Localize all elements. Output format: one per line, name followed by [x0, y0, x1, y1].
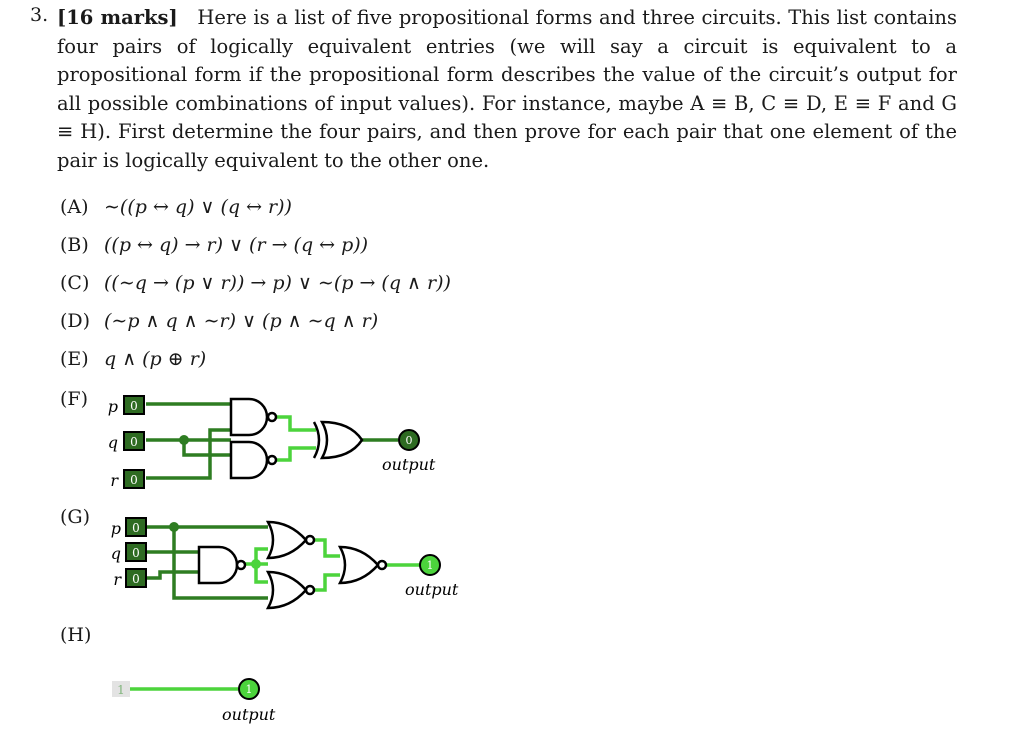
- form-c: (C) ((∼q → (p ∨ r)) → p) ∨ ∼(p → (q ∧ r)): [60, 272, 451, 294]
- input-label-r: r: [110, 471, 119, 490]
- question-text: [16 marks] Here is a list of five propos…: [57, 4, 957, 175]
- constant-value: 1: [117, 683, 125, 697]
- nor-gate: [337, 545, 380, 585]
- output-pin: [419, 554, 441, 576]
- input-pin-q[interactable]: [123, 431, 145, 451]
- output-label: output: [382, 455, 436, 474]
- input-pin-r[interactable]: [123, 469, 145, 489]
- output-pin: [238, 678, 260, 700]
- question-body: Here is a list of five propositional for…: [57, 6, 957, 172]
- wire: [146, 428, 231, 480]
- form-formula: ((p ↔ q) → r) ∨ (r → (q ↔ p)): [104, 234, 369, 256]
- circuit-f-label: (F): [60, 388, 89, 410]
- input-label-r: r: [113, 570, 122, 589]
- output-label: output: [405, 580, 459, 599]
- input-label-p: p: [108, 397, 118, 416]
- pin-value: 0: [132, 546, 140, 560]
- xor-gate-back: [312, 421, 321, 459]
- form-label: (E): [60, 348, 89, 370]
- pin-value: 0: [132, 521, 140, 535]
- pin-value: 0: [132, 572, 140, 586]
- input-label-p: p: [111, 519, 121, 538]
- junction: [169, 522, 179, 532]
- output-pin: [398, 429, 420, 451]
- wire: [254, 564, 268, 584]
- wire: [312, 538, 340, 558]
- wire: [276, 446, 316, 462]
- form-formula: q ∧ (p ⊕ r): [104, 348, 207, 370]
- pin-value: 0: [130, 435, 138, 449]
- circuit-h-label: (H): [60, 624, 92, 646]
- input-label-q: q: [108, 433, 118, 452]
- gate-bubble: [266, 411, 278, 423]
- nor-gate: [265, 570, 308, 610]
- xor-gate: [319, 420, 364, 460]
- output-value: 0: [406, 434, 413, 447]
- form-label: (B): [60, 234, 89, 256]
- output-value: 1: [246, 683, 253, 696]
- form-e: (E) q ∧ (p ⊕ r): [60, 348, 206, 370]
- gate-bubble: [304, 534, 316, 546]
- form-formula: (∼p ∧ q ∧ ∼r) ∨ (p ∧ ∼q ∧ r): [104, 310, 379, 332]
- gate-bubble: [376, 559, 388, 571]
- form-b: (B) ((p ↔ q) → r) ∨ (r → (q ↔ p)): [60, 234, 368, 256]
- gate-bubble: [266, 454, 278, 466]
- pin-value: 0: [130, 399, 138, 413]
- input-pin-p[interactable]: [125, 517, 147, 537]
- wire: [312, 573, 340, 592]
- form-a: (A) ∼((p ↔ q) ∨ (q ↔ r)): [60, 196, 292, 218]
- form-label: (D): [60, 310, 91, 332]
- circuit-g-label: (G): [60, 506, 91, 528]
- form-label: (C): [60, 272, 90, 294]
- form-d: (D) (∼p ∧ q ∧ ∼r) ∨ (p ∧ ∼q ∧ r): [60, 310, 378, 332]
- junction: [179, 435, 189, 445]
- wire: [276, 415, 316, 432]
- input-pin-q[interactable]: [125, 542, 147, 562]
- gate-bubble: [304, 584, 316, 596]
- input-label-q: q: [111, 544, 121, 563]
- nand-gate: [229, 440, 269, 480]
- form-formula: ((∼q → (p ∨ r)) → p) ∨ ∼(p → (q ∧ r)): [104, 272, 451, 294]
- pin-value: 0: [130, 473, 138, 487]
- input-pins: 0 p 0 q 0 r: [108, 395, 145, 490]
- nand-gate: [229, 397, 269, 437]
- wire: [146, 570, 199, 580]
- nor-gate: [265, 520, 308, 560]
- question-marks: [16 marks]: [57, 6, 178, 29]
- question-number: 3.: [30, 4, 49, 26]
- input-pins: 0 p 0 q 0 r: [111, 517, 147, 589]
- input-pin-p[interactable]: [123, 395, 145, 415]
- gate-bubble: [235, 559, 247, 571]
- junction: [251, 559, 261, 569]
- form-label: (A): [60, 196, 89, 218]
- form-formula: ∼((p ↔ q) ∨ (q ↔ r)): [104, 196, 292, 218]
- output-value: 1: [427, 559, 434, 572]
- output-label: output: [222, 705, 276, 724]
- input-pin-r[interactable]: [125, 568, 147, 588]
- constant-source: [112, 681, 130, 697]
